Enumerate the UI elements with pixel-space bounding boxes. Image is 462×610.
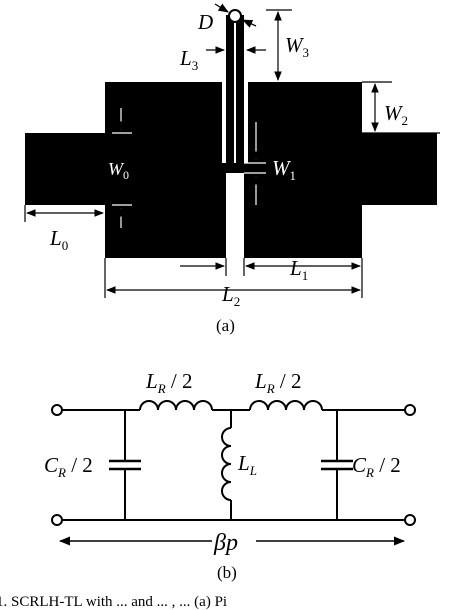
layout-a: D W3 L3 W2 W0 W1 L0 bbox=[24, 3, 440, 335]
label-W1: W1 bbox=[272, 156, 296, 183]
terminal-bottom-right bbox=[404, 514, 416, 526]
terminal-top-right bbox=[404, 404, 416, 416]
caption-b: (b) bbox=[217, 563, 237, 582]
label-L1: L1 bbox=[289, 256, 308, 283]
label-LR-left: LR / 2 bbox=[145, 369, 192, 396]
label-W3: W3 bbox=[285, 33, 309, 60]
label-L0: L0 bbox=[49, 226, 68, 253]
caption-a: (a) bbox=[216, 316, 235, 335]
label-LL: LL bbox=[237, 451, 257, 478]
bottom-caption: 1. SCRLH-TL with ... and ... , ... (a) P… bbox=[0, 594, 227, 610]
inductor-LR-left bbox=[139, 400, 213, 411]
circuit-b bbox=[51, 400, 416, 546]
label-CR-right: CR / 2 bbox=[352, 453, 401, 480]
label-W2: W2 bbox=[384, 101, 408, 128]
inductor-LR-right bbox=[249, 400, 323, 411]
terminal-top-left bbox=[51, 404, 63, 416]
label-CR-left: CR / 2 bbox=[44, 453, 93, 480]
via-hole bbox=[228, 9, 242, 23]
label-L2: L2 bbox=[221, 282, 240, 309]
microstrip-conductor bbox=[25, 15, 437, 258]
label-LR-right: LR / 2 bbox=[254, 369, 301, 396]
terminal-bottom-left bbox=[51, 514, 63, 526]
inductor-LL bbox=[221, 427, 232, 501]
label-L3: L3 bbox=[179, 46, 198, 73]
label-beta-p: βp bbox=[213, 530, 238, 556]
label-D: D bbox=[197, 10, 213, 34]
label-W0: W0 bbox=[108, 159, 129, 182]
circuit-labels: LR / 2 LR / 2 LL CR / 2 CR / 2 βp (b) 1.… bbox=[0, 369, 401, 610]
